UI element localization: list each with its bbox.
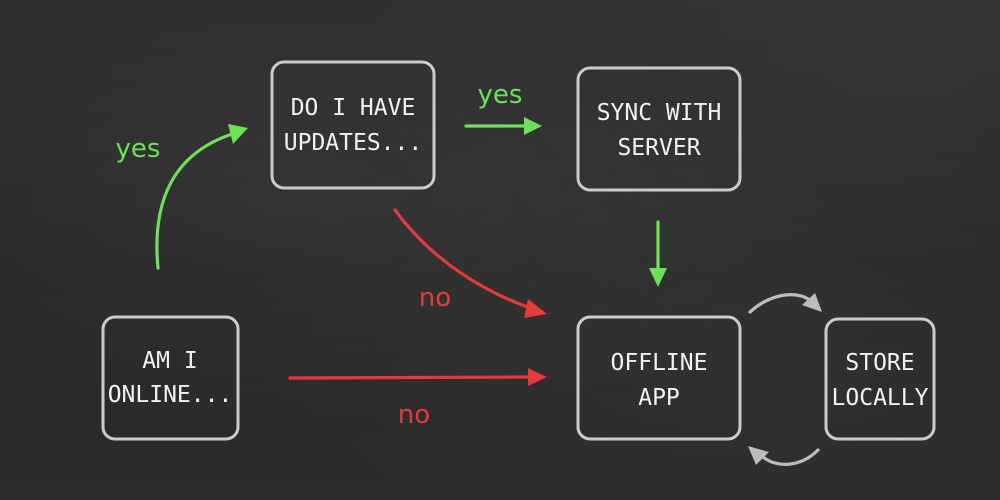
- edge-online-to-offline-label: no: [398, 400, 430, 430]
- node-store-locally-box: [824, 317, 936, 441]
- node-store-locally: STORE LOCALLY: [824, 317, 936, 441]
- node-am-i-online-line-2: ONLINE...: [108, 382, 233, 408]
- edge-store-to-offline: [748, 446, 820, 466]
- edge-online-to-updates-arrowhead: [228, 124, 248, 144]
- edge-online-to-offline: no: [288, 368, 547, 430]
- edge-updates-to-offline: no: [393, 208, 547, 318]
- node-sync-with-server-line-1: SYNC WITH: [597, 100, 722, 126]
- edge-online-to-updates-line: [155, 132, 234, 270]
- node-am-i-online: AM I ONLINE...: [101, 315, 240, 441]
- edge-online-to-offline-line: [288, 375, 532, 380]
- edge-updates-to-sync: yes: [464, 80, 542, 135]
- edge-sync-to-offline-arrowhead: [649, 268, 667, 287]
- edge-updates-to-offline-arrowhead: [524, 299, 547, 318]
- node-sync-with-server-box: [576, 66, 742, 192]
- edge-updates-to-sync-arrowhead: [524, 117, 542, 135]
- edge-updates-to-sync-label: yes: [478, 80, 523, 110]
- node-offline-app-line-1: OFFLINE: [611, 350, 708, 376]
- edge-sync-to-offline: [649, 220, 667, 287]
- node-am-i-online-box: [101, 315, 240, 441]
- node-do-i-have-updates-line-1: DO I HAVE: [291, 95, 416, 121]
- edge-updates-to-offline-line: [393, 208, 532, 310]
- node-am-i-online-line-1: AM I: [142, 348, 197, 374]
- edge-offline-to-store: [748, 293, 822, 314]
- node-offline-app: OFFLINE APP: [576, 315, 742, 441]
- node-sync-with-server: SYNC WITH SERVER: [576, 66, 742, 192]
- edge-store-to-offline-line: [760, 448, 820, 466]
- node-store-locally-line-1: STORE: [845, 350, 914, 376]
- edge-online-to-offline-arrowhead: [528, 368, 547, 386]
- node-do-i-have-updates-line-2: UPDATES...: [284, 130, 422, 156]
- edge-store-to-offline-arrowhead: [748, 446, 769, 465]
- node-do-i-have-updates-box: [270, 60, 436, 190]
- node-offline-app-line-2: APP: [638, 385, 680, 411]
- node-do-i-have-updates: DO I HAVE UPDATES...: [270, 60, 436, 190]
- edge-online-to-updates-label: yes: [116, 134, 161, 164]
- node-offline-app-box: [576, 315, 742, 441]
- edge-updates-to-offline-label: no: [419, 283, 451, 313]
- node-sync-with-server-line-2: SERVER: [617, 135, 700, 161]
- edge-offline-to-store-arrowhead: [802, 293, 822, 312]
- edge-online-to-updates: yes: [116, 124, 248, 270]
- edge-offline-to-store-line: [748, 293, 812, 314]
- node-store-locally-line-2: LOCALLY: [832, 385, 929, 411]
